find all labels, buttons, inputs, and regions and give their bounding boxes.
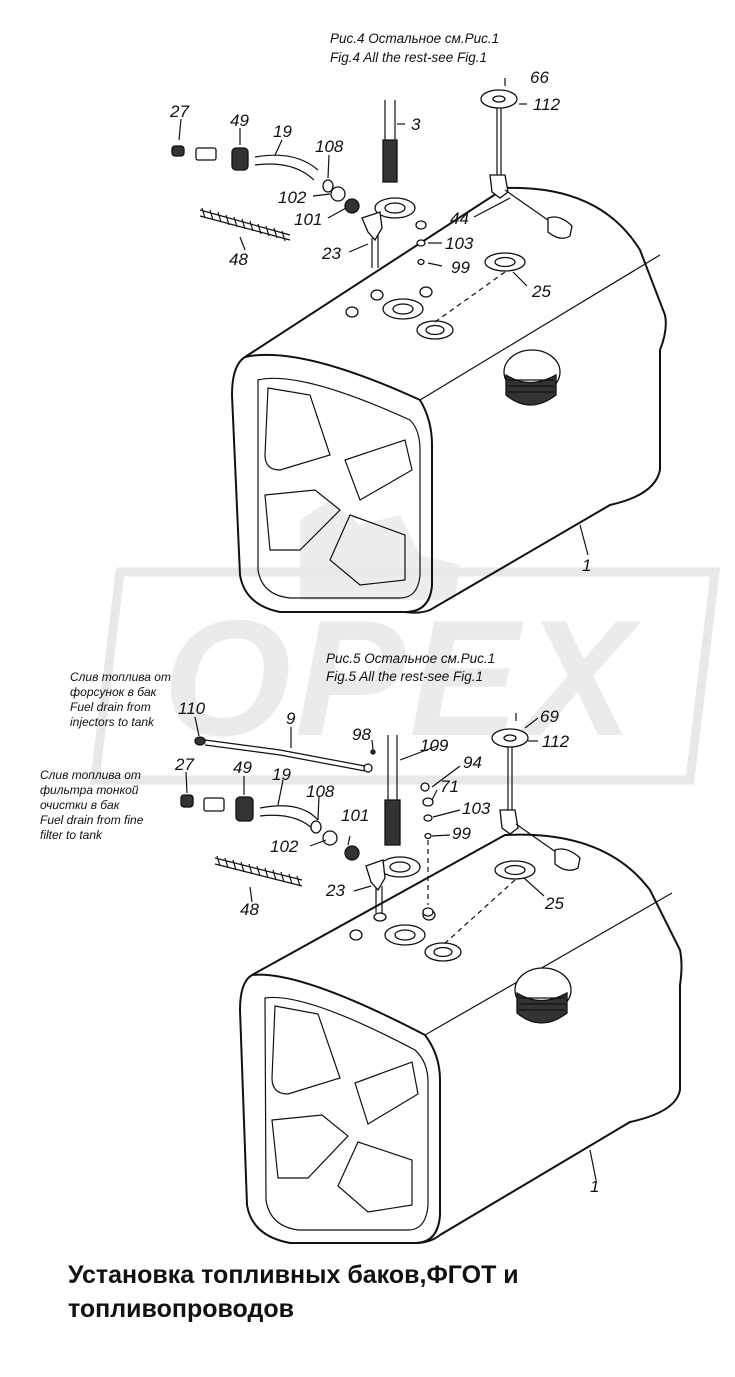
label-71: 71 xyxy=(440,777,459,796)
label-101: 101 xyxy=(341,806,369,825)
fig4-caption-en: Fig.4 All the rest-see Fig.1 xyxy=(330,50,487,65)
label-23: 23 xyxy=(321,244,341,263)
label-102: 102 xyxy=(270,837,299,856)
figure-5: Рис.5 Остальное см.Рис.1 Fig.5 All the r… xyxy=(40,651,683,1244)
label-27: 27 xyxy=(174,755,194,774)
svg-text:Слив топлива от: Слив топлива от xyxy=(40,768,141,782)
fig4-labels: 27 49 19 108 3 66 112 102 101 44 103 99 … xyxy=(169,68,591,575)
label-1: 1 xyxy=(582,556,591,575)
label-99: 99 xyxy=(451,258,470,277)
fig5-caption-en: Fig.5 All the rest-see Fig.1 xyxy=(326,669,483,684)
label-49: 49 xyxy=(233,758,252,777)
fig5-labels: 110 9 98 109 69 112 27 49 19 94 71 103 1… xyxy=(174,699,599,1196)
label-23: 23 xyxy=(325,881,345,900)
fig4-caption-ru: Рис.4 Остальное см.Рис.1 xyxy=(330,31,499,46)
watermark-text: OPEX xyxy=(163,586,642,770)
label-48: 48 xyxy=(240,900,259,919)
label-19: 19 xyxy=(272,765,291,784)
svg-text:injectors to tank: injectors to tank xyxy=(70,715,155,729)
label-99: 99 xyxy=(452,824,471,843)
fig5-parts xyxy=(180,713,581,946)
note-injectors: Слив топлива от форсунок в бак Fuel drai… xyxy=(70,670,171,729)
svg-text:filter to tank: filter to tank xyxy=(40,828,103,842)
label-19: 19 xyxy=(273,122,292,141)
fuel-tank-1 xyxy=(230,186,667,614)
label-69: 69 xyxy=(540,707,559,726)
label-1: 1 xyxy=(590,1177,599,1196)
svg-text:Fuel drain from: Fuel drain from xyxy=(70,700,151,714)
label-44: 44 xyxy=(450,209,469,228)
page-title: Установка топливных баков,ФГОТ и топливо… xyxy=(68,1261,519,1323)
svg-text:фильтра тонкой: фильтра тонкой xyxy=(40,783,139,797)
label-109: 109 xyxy=(420,736,449,755)
label-110: 110 xyxy=(178,699,206,718)
label-103: 103 xyxy=(445,234,474,253)
label-112: 112 xyxy=(533,95,561,114)
label-98: 98 xyxy=(352,725,371,744)
svg-text:Fuel drain from fine: Fuel drain from fine xyxy=(40,813,144,827)
figure-4: Рис.4 Остальное см.Рис.1 Fig.4 All the r… xyxy=(169,31,667,614)
label-101: 101 xyxy=(294,210,322,229)
label-108: 108 xyxy=(315,137,344,156)
label-25: 25 xyxy=(544,894,564,913)
svg-text:Слив топлива от: Слив топлива от xyxy=(70,670,171,684)
label-112: 112 xyxy=(542,732,570,751)
fig4-parts xyxy=(171,78,573,323)
label-66: 66 xyxy=(530,68,549,87)
label-102: 102 xyxy=(278,188,307,207)
label-108: 108 xyxy=(306,782,335,801)
label-48: 48 xyxy=(229,250,248,269)
fuel-tank-2 xyxy=(238,833,683,1244)
fig5-caption-ru: Рис.5 Остальное см.Рис.1 xyxy=(326,651,495,666)
label-94: 94 xyxy=(463,753,482,772)
label-9: 9 xyxy=(286,709,296,728)
note-filter: Слив топлива от фильтра тонкой очистки в… xyxy=(40,768,144,842)
label-49: 49 xyxy=(230,111,249,130)
svg-text:форсунок в бак: форсунок в бак xyxy=(70,685,158,699)
label-25: 25 xyxy=(531,282,551,301)
svg-text:очистки в бак: очистки в бак xyxy=(40,798,121,812)
fig4-leaders xyxy=(178,103,528,287)
label-3: 3 xyxy=(411,115,421,134)
label-27: 27 xyxy=(169,102,189,121)
label-103: 103 xyxy=(462,799,491,818)
fig5-leaders xyxy=(185,716,545,903)
